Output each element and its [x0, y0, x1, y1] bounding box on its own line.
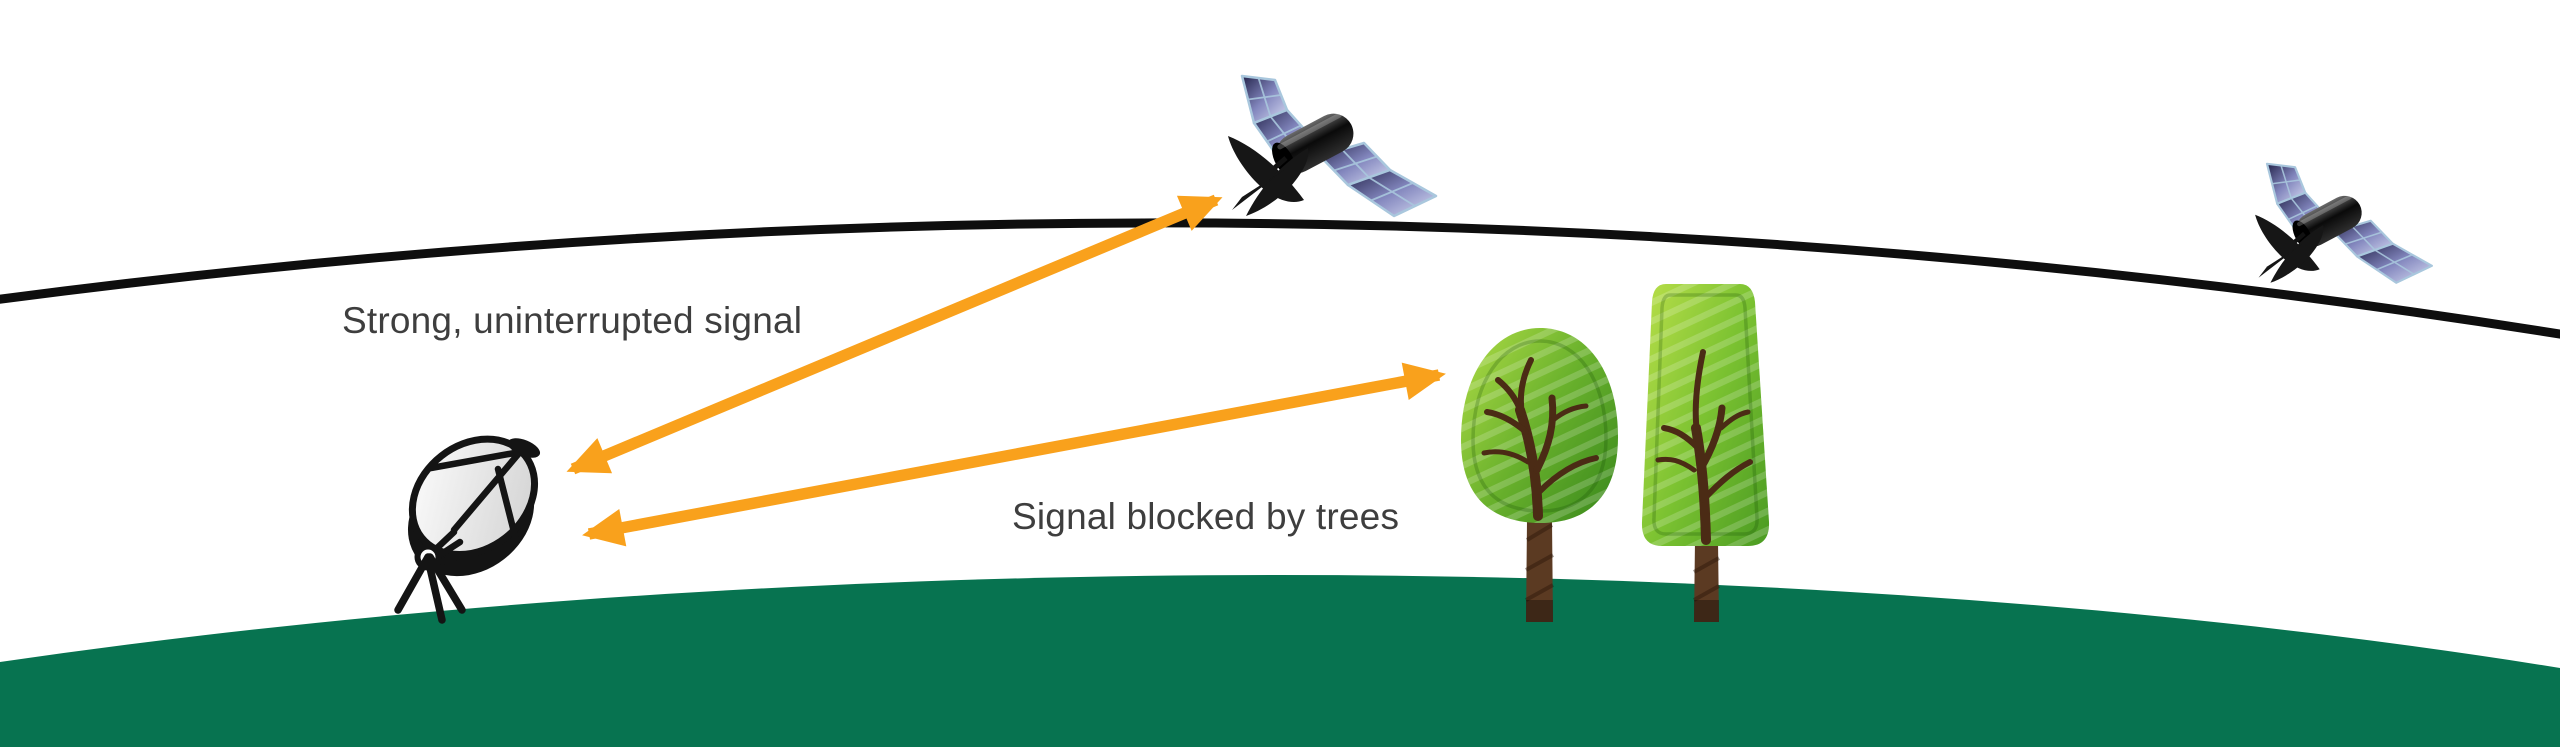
ground-hill	[0, 574, 2560, 747]
tree-round-icon	[1461, 328, 1618, 622]
tree-tall-icon	[1641, 284, 1770, 622]
trees-group	[1461, 284, 1770, 622]
satellite-overhead-icon	[1228, 76, 1436, 216]
satellite-dish-icon	[394, 435, 541, 624]
strong-signal-label: Strong, uninterrupted signal	[342, 300, 803, 341]
blocked-signal-label: Signal blocked by trees	[1012, 496, 1400, 537]
signal-arrows	[566, 194, 1446, 547]
horizon-arc-line	[0, 218, 2560, 339]
satellite-low-right-icon	[2255, 164, 2432, 283]
blocked-signal-arrow	[582, 362, 1446, 547]
